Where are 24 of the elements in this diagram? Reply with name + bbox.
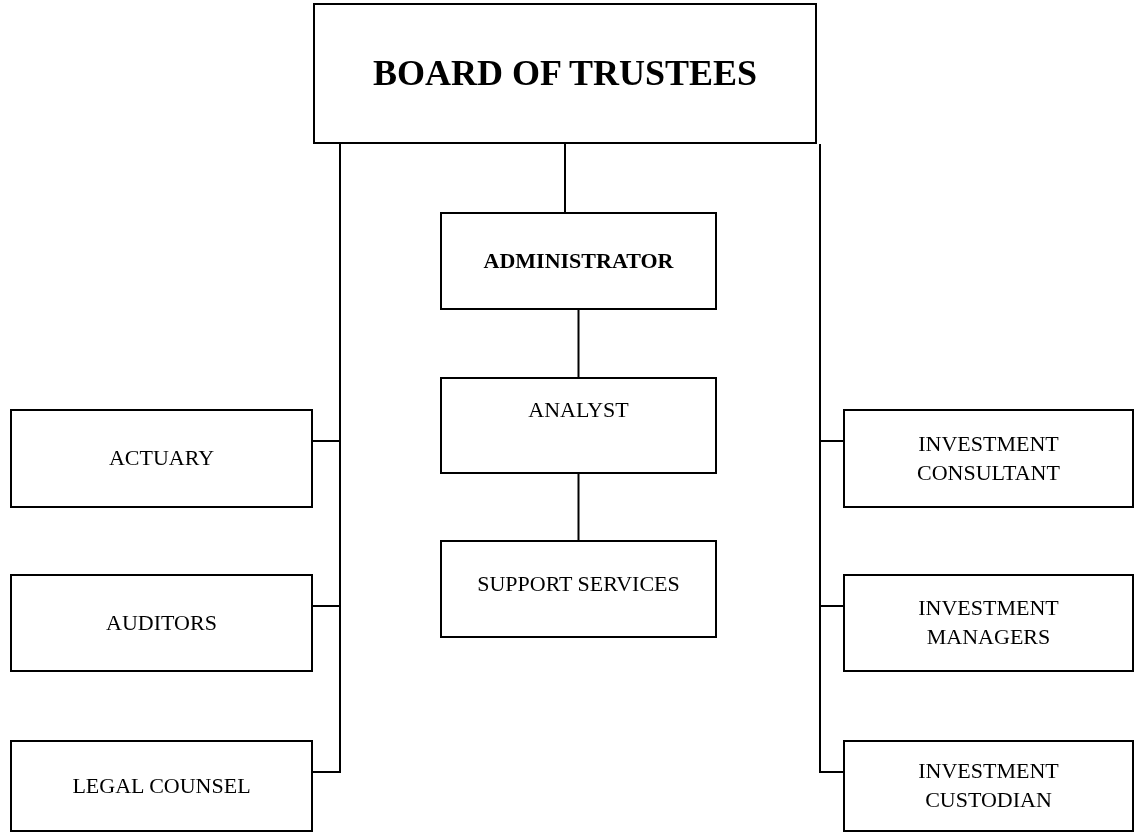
org-box (440, 212, 717, 310)
box-label: SUPPORT SERVICES (477, 569, 680, 598)
org-box (440, 377, 717, 474)
box-label: INVESTMENT CONSULTANT (916, 429, 1061, 487)
connector-line (564, 143, 566, 213)
org-box (10, 740, 313, 832)
box-label: ANALYST (528, 396, 629, 425)
connector-line (577, 309, 580, 378)
org-box (313, 3, 817, 144)
org-box (843, 409, 1134, 508)
connector-line (819, 143, 844, 773)
org-box (843, 574, 1134, 672)
box-label: LEGAL COUNSEL (72, 771, 251, 800)
org-box (843, 740, 1134, 832)
org-box (10, 574, 313, 672)
box-label: ACTUARY (108, 444, 215, 473)
org-box (440, 540, 717, 638)
box-label: AUDITORS (106, 608, 217, 637)
box-label: BOARD OF TRUSTEES (372, 52, 758, 96)
org-box (10, 409, 313, 508)
connector-line (577, 473, 580, 541)
box-label: ADMINISTRATOR (483, 246, 674, 275)
box-label: INVESTMENT CUSTODIAN (917, 757, 1060, 814)
box-label: INVESTMENT MANAGERS (917, 594, 1060, 651)
